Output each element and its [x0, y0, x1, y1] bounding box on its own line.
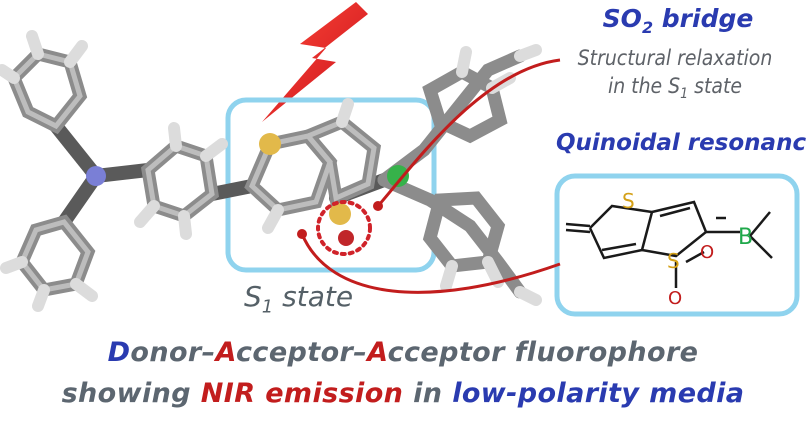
structure-atom-s-bottom: S: [667, 249, 680, 273]
structure-atom-b: B: [738, 225, 753, 250]
structural-relaxation-label: Structural relaxation in the S1 state: [577, 46, 773, 103]
lightning-bolt-icon: [262, 2, 368, 122]
caption-line-2: showing NIR emission in low-polarity med…: [61, 378, 745, 409]
structure-atom-o-right: O: [700, 242, 714, 263]
nitrogen-atom: [86, 166, 106, 186]
structure-atom-s-top: S: [622, 189, 635, 213]
oxygen-atom-3d: [338, 230, 354, 246]
caption-line-1: Donor–Acceptor–Acceptor fluorophore: [107, 337, 699, 368]
s1-state-label: S1 state: [244, 280, 354, 318]
callout-curve-so2: [376, 58, 561, 207]
so2-highlight-circle: [316, 200, 372, 256]
quinoidal-resonance-label: Quinoidal resonance: [556, 130, 806, 156]
quinoidal-structure-box: [554, 173, 800, 317]
sulfur-atom-3d: [259, 133, 281, 155]
so2-bridge-label: SO2 bridge: [602, 4, 754, 37]
quinoidal-chemical-structure: [565, 200, 773, 288]
sulfur-dioxide-atom-3d: [329, 203, 351, 225]
structure-atom-o-bottom: O: [668, 288, 682, 309]
callout-curve-quinoidal: [300, 233, 561, 294]
molecule-3d-model: [0, 30, 542, 312]
boron-atom-3d: [387, 165, 409, 187]
